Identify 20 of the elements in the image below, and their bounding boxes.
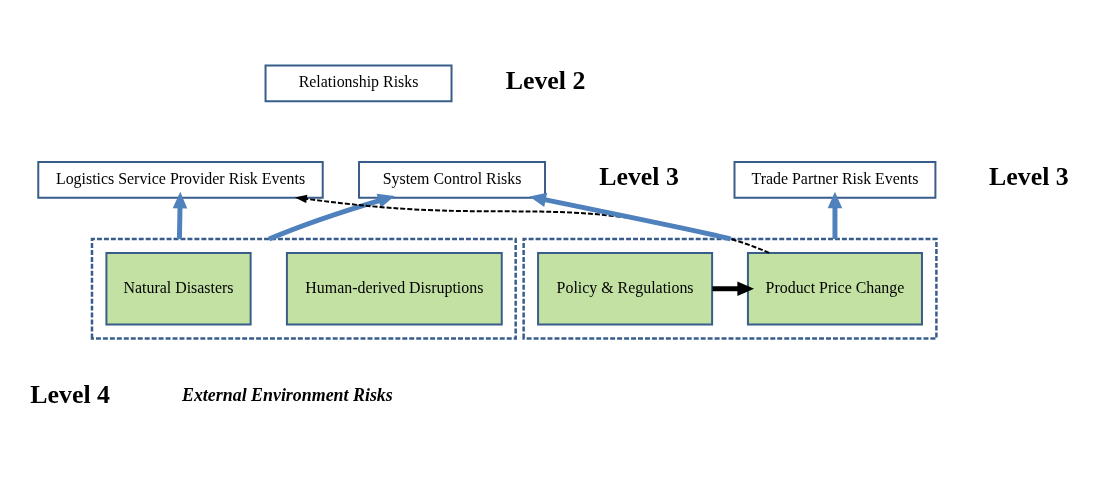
label: External Environment Risks bbox=[181, 384, 393, 405]
label: Level 3 bbox=[989, 161, 1069, 191]
node-box: System Control Risks bbox=[358, 160, 546, 199]
arrow bbox=[529, 192, 732, 241]
arrow bbox=[268, 193, 395, 241]
node-box: Product Price Change bbox=[746, 251, 923, 326]
cluster bbox=[90, 237, 517, 340]
node-box: Trade Partner Risk Events bbox=[733, 160, 937, 199]
node-box: Relationship Risks bbox=[264, 63, 453, 102]
arrow bbox=[172, 191, 188, 239]
node-box: Logistics Service Provider Risk Events bbox=[37, 160, 324, 199]
label: Level 4 bbox=[30, 379, 110, 409]
node-box: Human-derived Disruptions bbox=[285, 251, 503, 326]
arrow bbox=[827, 191, 843, 239]
label: Level 3 bbox=[599, 161, 679, 191]
node-box: Natural Disasters bbox=[105, 251, 252, 326]
node-box: Policy & Regulations bbox=[537, 251, 714, 326]
arrow bbox=[712, 280, 755, 296]
label: Level 2 bbox=[505, 65, 586, 95]
cluster bbox=[522, 237, 938, 340]
